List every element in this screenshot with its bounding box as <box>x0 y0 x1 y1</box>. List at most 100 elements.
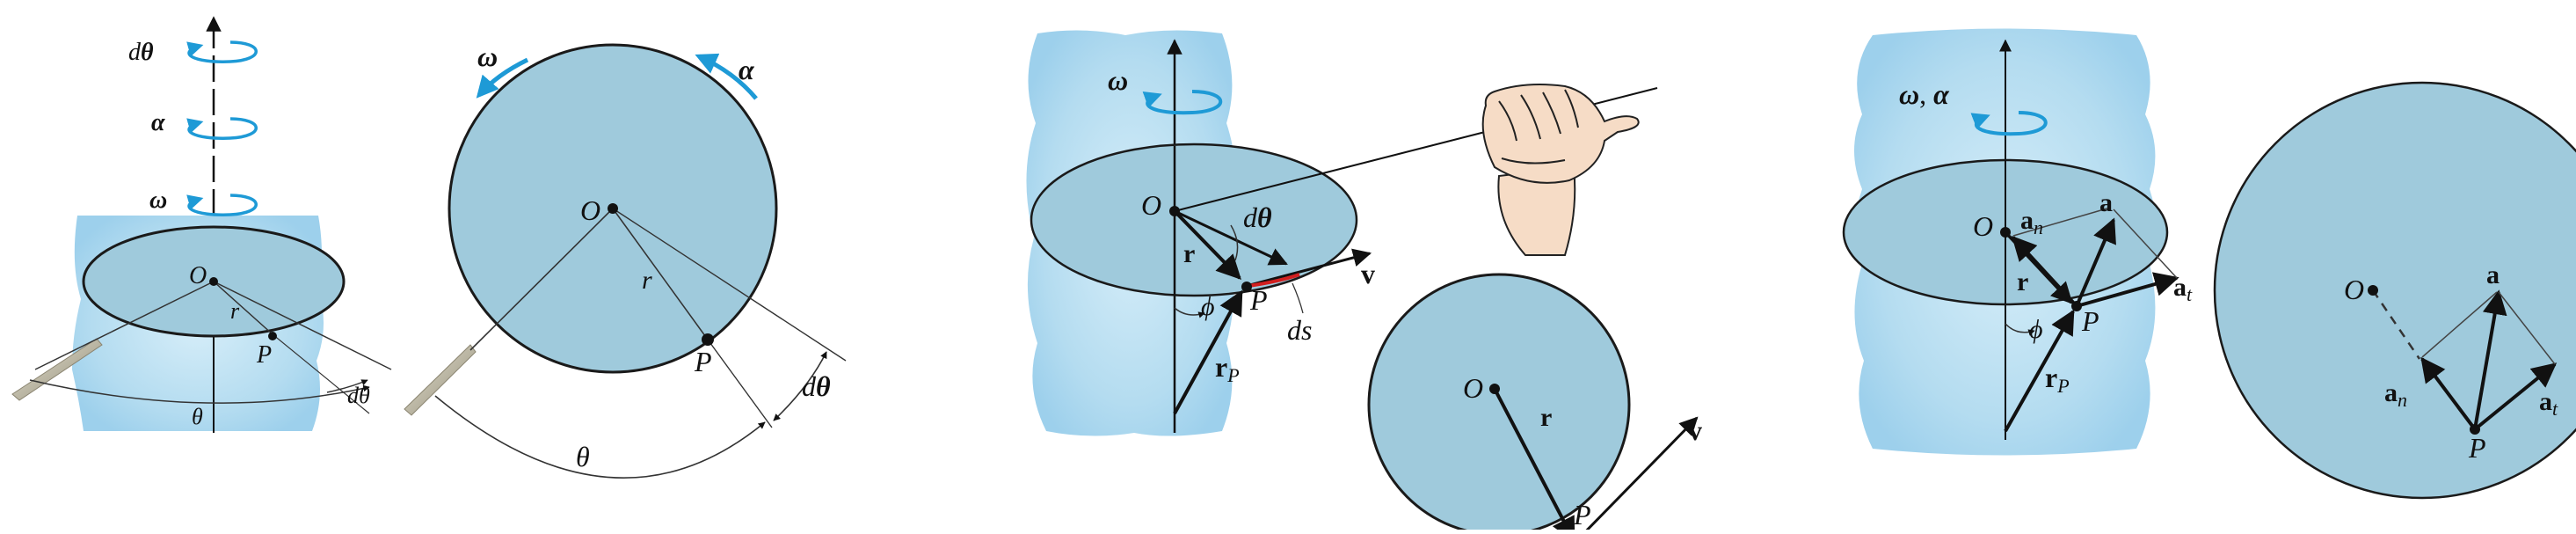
radius-line-2 <box>612 208 709 340</box>
ref-line-1 <box>34 281 215 370</box>
label-a-5: a <box>2099 188 2113 217</box>
ds-arc-3 <box>1248 273 1300 288</box>
ext-line-2b <box>612 208 847 362</box>
label-an-6: an <box>2384 378 2407 411</box>
point-O-2 <box>608 203 618 214</box>
point-O-6 <box>2368 285 2378 296</box>
label-rP-5: rP <box>2045 362 2070 397</box>
label-r-2: r <box>642 266 652 295</box>
parallelogram-6b <box>2498 291 2556 365</box>
panel-6-acceleration-disk: O a an P at <box>2213 81 2576 500</box>
ext-line-2a <box>707 339 773 428</box>
label-v-3: v <box>1361 258 1375 289</box>
point-P-3 <box>1241 282 1252 292</box>
rotation-curl-icon <box>186 40 258 216</box>
r-vector-4 <box>1493 388 1575 534</box>
label-r-3: r <box>1183 239 1195 268</box>
label-O-1: O <box>189 262 207 289</box>
dashed-radius-6 <box>2371 289 2421 360</box>
ext-line-1 <box>213 281 392 370</box>
label-r-1: r <box>230 298 240 324</box>
point-O-1 <box>209 277 218 286</box>
dtheta-vector-3 <box>1174 209 1288 266</box>
label-a-6: a <box>2486 260 2500 289</box>
label-r-5: r <box>2017 267 2028 296</box>
a-vector-5 <box>2075 217 2116 307</box>
label-P-6: P <box>2468 432 2486 464</box>
panel-5-acceleration-body: ω, α O a an r P at ϕ rP <box>1842 28 2193 456</box>
at-vector-5 <box>2076 272 2179 308</box>
a-vector-6 <box>2473 289 2507 430</box>
dtheta-arc-2 <box>773 351 827 421</box>
point-O-5 <box>2000 227 2011 238</box>
label-O-6: O <box>2344 274 2364 305</box>
panel-2-disk-top-view: ω α O r P dθ θ <box>404 40 847 479</box>
point-P-5 <box>2071 301 2082 311</box>
label-P-2: P <box>694 346 712 377</box>
point-P-1 <box>268 332 277 340</box>
v-vector-4 <box>1581 416 1699 534</box>
phi-arc-5 <box>2005 323 2035 336</box>
label-at-6: at <box>2539 387 2558 420</box>
omega-curl-3 <box>1142 90 1223 115</box>
point-O-3 <box>1169 206 1180 216</box>
point-P-6 <box>2470 424 2480 435</box>
radius-line-1 <box>213 281 273 335</box>
label-P-1: P <box>256 341 272 369</box>
ds-leader-3 <box>1292 282 1304 314</box>
theta-arc-2 <box>434 395 766 479</box>
label-ds-3: ds <box>1287 314 1312 346</box>
label-O-2: O <box>580 194 600 226</box>
dtheta-arc-3 <box>1230 224 1239 261</box>
ref-line-2 <box>469 208 614 351</box>
r-vector-3 <box>1173 209 1241 281</box>
point-P-2 <box>702 333 714 346</box>
right-hand-rule-icon <box>1481 84 1640 256</box>
point-O-4 <box>1489 384 1500 394</box>
label-alpha-1: α <box>151 109 165 136</box>
rP-vector-3 <box>1173 289 1243 414</box>
disk-4 <box>1367 273 1631 534</box>
ground-wedge-1 <box>11 338 103 401</box>
parallelogram-5b <box>2113 208 2178 279</box>
an-vector-6 <box>2420 356 2477 431</box>
label-omega-alpha-5: ω, α <box>1899 78 1950 110</box>
panel-4-velocity-disk: O r P v <box>1367 273 1702 534</box>
label-dtheta-3: dθ <box>1243 201 1272 233</box>
label-O-3: O <box>1141 189 1161 221</box>
parallelogram-6a <box>2421 291 2498 358</box>
panel-3-velocity-body: ω O dθ r ϕ P ds v rP <box>1026 30 1658 436</box>
disk-6 <box>2213 81 2576 500</box>
label-rP-3: rP <box>1215 351 1240 386</box>
label-alpha-2: α <box>739 54 755 85</box>
label-P-3: P <box>1249 284 1268 316</box>
dtheta-arc-1 <box>326 379 368 393</box>
v-vector-3 <box>1246 248 1372 288</box>
label-theta-2: θ <box>576 441 590 472</box>
an-vector-5 <box>2012 235 2078 308</box>
label-dtheta-1: dθ <box>128 39 154 66</box>
label-P-4: P <box>1573 499 1591 530</box>
phi-arc-3 <box>1174 307 1205 318</box>
omega-arrow-2 <box>476 57 529 99</box>
rP-vector-5 <box>2004 309 2075 432</box>
panel-1-rotating-body: dθ α ω O r P θ dθ <box>11 16 392 433</box>
label-O-4: O <box>1463 372 1483 404</box>
theta-arc-1 <box>29 379 370 404</box>
label-O-5: O <box>1973 210 1993 242</box>
ext-line-1b <box>272 333 370 414</box>
label-theta-1: θ <box>192 404 203 429</box>
omega-curl-5 <box>1970 111 2048 136</box>
label-r-4: r <box>1540 403 1552 432</box>
label-dtheta-plain-1: dθ <box>347 383 370 408</box>
at-vector-6 <box>2473 362 2558 431</box>
label-omega-1: ω <box>149 187 167 214</box>
label-dtheta-2: dθ <box>802 370 831 402</box>
label-an-5: an <box>2020 206 2043 238</box>
label-omega-2: ω <box>477 40 498 72</box>
ground-wedge-2 <box>404 344 477 416</box>
label-v-4: v <box>1688 414 1702 446</box>
label-at-5: at <box>2173 273 2193 305</box>
